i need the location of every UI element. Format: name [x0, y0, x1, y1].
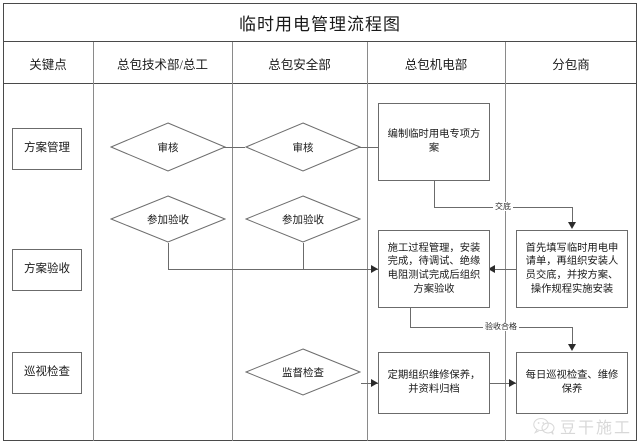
- column-header-key-point: 关键点: [29, 57, 67, 72]
- decision-review-tech[interactable]: 审核: [110, 122, 226, 172]
- connector-join-tech-to-construction: [168, 269, 378, 270]
- table-frame: [3, 3, 637, 441]
- diamond-shape: [245, 122, 361, 172]
- diamond-shape: [110, 122, 226, 172]
- process-compile-plan[interactable]: 编制临时用电专项方案: [378, 103, 490, 181]
- arrowhead-construction-from-left: [371, 265, 378, 273]
- arrowhead-daily-patrol: [568, 344, 576, 351]
- decision-join-acceptance-safety-label: 参加验收: [282, 214, 324, 226]
- column-separator-2: [232, 42, 233, 441]
- arrowhead-construction: [488, 265, 495, 273]
- decision-review-tech-label: 审核: [157, 142, 179, 154]
- key-point-plan-acceptance[interactable]: 方案验收: [12, 249, 82, 291]
- process-daily-patrol[interactable]: 每日巡视检查、维修保养: [516, 352, 628, 414]
- arrowhead-fill-application: [568, 222, 576, 229]
- connector-fill-to-construction: [490, 269, 516, 270]
- decision-supervise-check-label: 监督检查: [282, 367, 324, 379]
- decision-supervise-check[interactable]: 监督检查: [245, 348, 361, 396]
- connector-label-disclosure: 交底: [493, 202, 513, 211]
- column-header-mep-dept: 总包机电部: [404, 57, 468, 72]
- diamond-shape: [110, 195, 226, 243]
- watermark-text: 豆干施工: [559, 420, 632, 437]
- watermark: 豆干施工: [533, 414, 632, 438]
- connector-construction-down: [410, 308, 411, 327]
- connector-supervise-to-maintenance: [361, 383, 378, 384]
- key-point-plan-management[interactable]: 方案管理: [12, 128, 82, 170]
- decision-join-acceptance-tech[interactable]: 参加验收: [110, 195, 226, 243]
- connector-label-acceptance-passed: 验收合格: [483, 322, 519, 331]
- table-header-row: 关键点 总包技术部/总工 总包安全部 总包机电部 分包商: [3, 42, 637, 84]
- arrowhead-daily-patrol-right: [509, 379, 516, 387]
- connector-join-tech-down: [168, 243, 169, 269]
- decision-join-acceptance-tech-label: 参加验收: [147, 214, 189, 226]
- title-bar: 临时用电管理流程图: [3, 3, 637, 42]
- column-separator-1: [93, 42, 94, 441]
- diamond-shape: [245, 348, 361, 396]
- connector-compile-down: [434, 181, 435, 207]
- decision-review-safety-label: 审核: [292, 142, 314, 154]
- column-header-tech-dept: 总包技术部/总工: [117, 57, 208, 72]
- diamond-shape: [245, 195, 361, 243]
- decision-join-acceptance-safety[interactable]: 参加验收: [245, 195, 361, 243]
- column-header-subcontractor: 分包商: [552, 57, 590, 72]
- arrowhead-maintenance: [371, 379, 378, 387]
- column-header-safety-dept: 总包安全部: [268, 57, 331, 72]
- process-fill-application[interactable]: 首先填写临时用电申请单，再组织安装人员交底，并按方案、操作规程实施安装: [516, 230, 628, 308]
- connector-to-daily-patrol: [572, 327, 573, 345]
- key-point-patrol-inspection[interactable]: 巡视检查: [12, 352, 82, 394]
- connector-maintenance-to-daily-patrol: [490, 383, 516, 384]
- column-separator-4: [505, 42, 506, 441]
- decision-review-safety[interactable]: 审核: [245, 122, 361, 172]
- page-title: 临时用电管理流程图: [239, 14, 401, 34]
- connector-join-safety-down: [303, 243, 304, 269]
- connector-to-fill-application: [572, 207, 573, 223]
- wechat-icon: [533, 418, 555, 435]
- column-separator-3: [367, 42, 368, 441]
- process-periodic-maintenance[interactable]: 定期组织维修保养，并资料归档: [378, 352, 490, 414]
- process-construction-management[interactable]: 施工过程管理，安装完成，待调试、绝缘电阻测试完成后组织方案验收: [378, 230, 490, 308]
